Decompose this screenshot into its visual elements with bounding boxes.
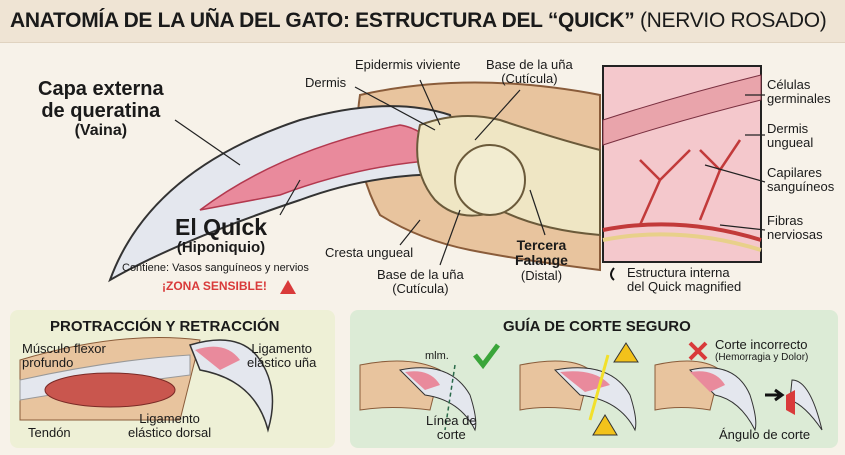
title-bar: ANATOMÍA DE LA UÑA DEL GATO: ESTRUCTURA …	[0, 0, 845, 43]
quick-contents: Contiene: Vasos sanguíneos y nervios	[122, 262, 309, 274]
nail-base-top-label: Base de la uña(Cutícula)	[486, 57, 573, 87]
nail-base-bottom-label: Base de la uña(Cutícula)	[377, 267, 464, 297]
mm-label: mlm.	[425, 350, 449, 362]
living-epidermis-label: Epidermis viviente	[355, 57, 461, 72]
cut-angle-label: Ángulo de corte	[719, 427, 811, 442]
incorrect-cut-label: Corte incorrecto(Hemorragia y Dolor)	[715, 337, 809, 364]
page-title: ANATOMÍA DE LA UÑA DEL GATO: ESTRUCTURA …	[10, 9, 827, 32]
tendon-label: Tendón	[28, 425, 71, 440]
cutting-guide-title: GUÍA DE CORTE SEGURO	[503, 318, 691, 335]
quick-label: El Quick (Hiponiquio)	[175, 214, 268, 257]
protraction-title: PROTRACCIÓN Y RETRACCIÓN	[50, 318, 280, 335]
sensitive-zone-warning: ¡ZONA SENSIBLE!	[162, 279, 267, 293]
ungual-crest-label: Cresta ungueal	[325, 245, 414, 260]
dermis-label: Dermis	[305, 75, 347, 90]
